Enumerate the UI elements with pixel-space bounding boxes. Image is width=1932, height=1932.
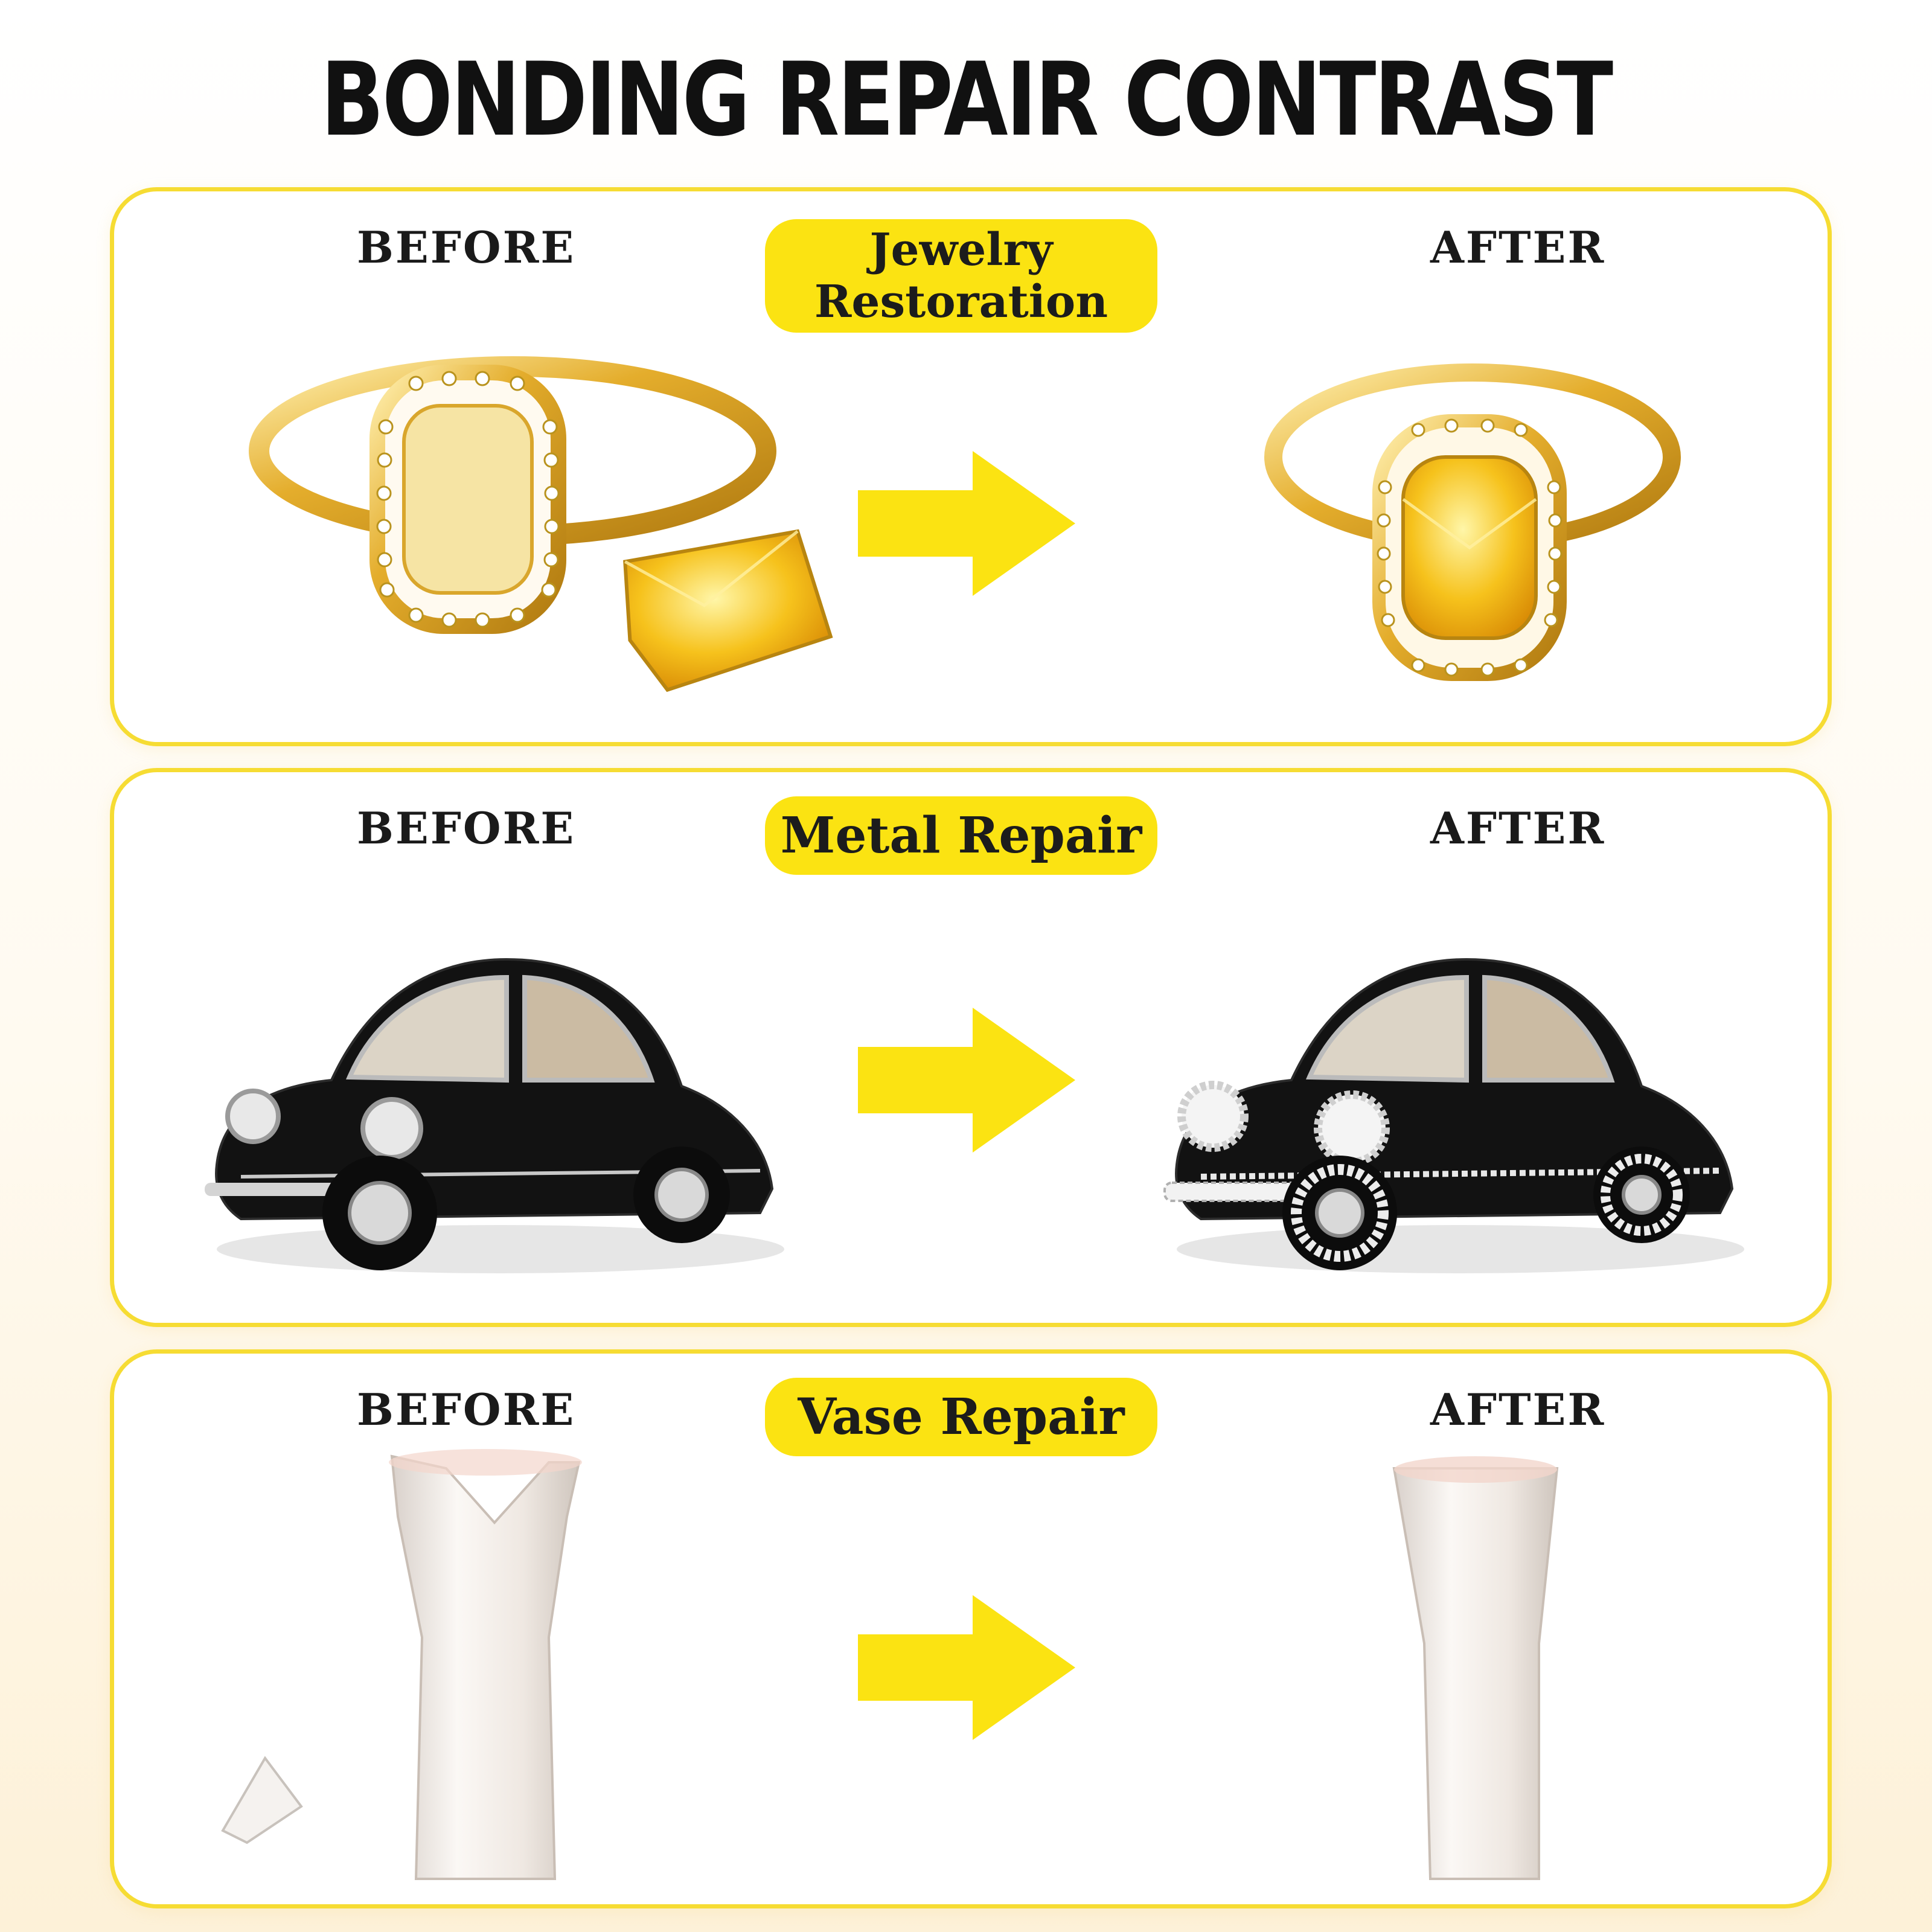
right-arrow-icon — [858, 451, 1075, 596]
right-arrow-icon — [858, 1008, 1075, 1153]
page-title: BONDING REPAIR CONTRAST — [321, 40, 1613, 159]
vase-before-image — [221, 1449, 582, 1880]
after-label: AFTER — [1430, 222, 1606, 273]
vase-repair-panel: BEFORE Vase Repair AFTER — [110, 1349, 1832, 1908]
category-badge: Jewelry Restoration — [765, 219, 1157, 333]
vase-after-image — [1392, 1456, 1559, 1880]
before-label: BEFORE — [357, 802, 576, 854]
category-badge: Metal Repair — [765, 796, 1157, 875]
ring-after-image — [1264, 363, 1681, 681]
metal-repair-panel: BEFORE Metal Repair AFTER — [110, 768, 1832, 1327]
jewelry-restoration-panel: BEFORE Jewelry Restoration AFTER — [110, 187, 1832, 746]
category-line-1: Jewelry — [869, 224, 1053, 276]
category-badge: Vase Repair — [765, 1378, 1157, 1456]
car-after-image — [1163, 958, 1744, 1273]
category-line-2: Restoration — [814, 276, 1108, 328]
car-before-image — [205, 958, 784, 1273]
before-label: BEFORE — [357, 1384, 576, 1435]
right-arrow-icon — [858, 1595, 1075, 1740]
after-label: AFTER — [1430, 802, 1606, 854]
before-label: BEFORE — [357, 222, 576, 273]
after-label: AFTER — [1430, 1384, 1606, 1435]
ring-before-image — [249, 356, 833, 693]
